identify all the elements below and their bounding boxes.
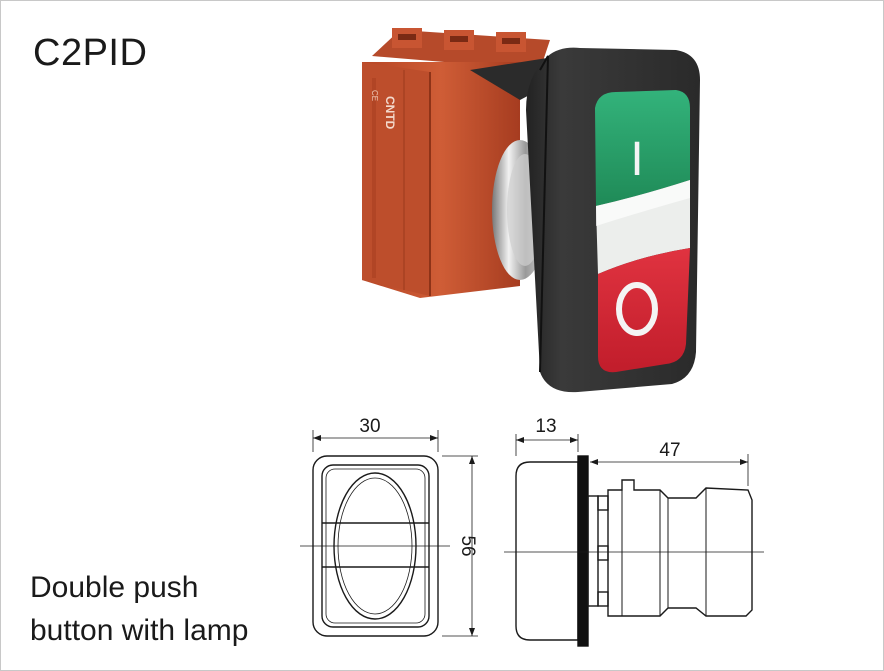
front-height-label: 56 (457, 535, 478, 556)
product-caption: Double push button with lamp (30, 566, 248, 652)
front-width-label: 30 (359, 416, 380, 437)
model-title: C2PID (33, 32, 148, 74)
contact-block: CNTD CE (362, 62, 520, 298)
white-lamp-band (596, 180, 690, 274)
side-view-drawing (504, 434, 764, 647)
front-view-arrows (313, 435, 475, 636)
caption-line-1: Double push (30, 571, 199, 604)
contact-block-terminals (372, 28, 550, 70)
side-depth-label: 13 (535, 416, 556, 437)
side-view-arrows (516, 437, 748, 465)
side-length-label: 47 (659, 440, 680, 461)
red-push-button (598, 248, 690, 373)
off-symbol-ring (616, 282, 658, 336)
svg-text:CE: CE (370, 90, 379, 101)
housing-brand: CNTD (383, 96, 397, 130)
on-symbol: I (630, 133, 643, 186)
caption-line-2: button with lamp (30, 614, 249, 647)
green-push-button: I (595, 90, 690, 206)
front-view-drawing (300, 430, 478, 637)
